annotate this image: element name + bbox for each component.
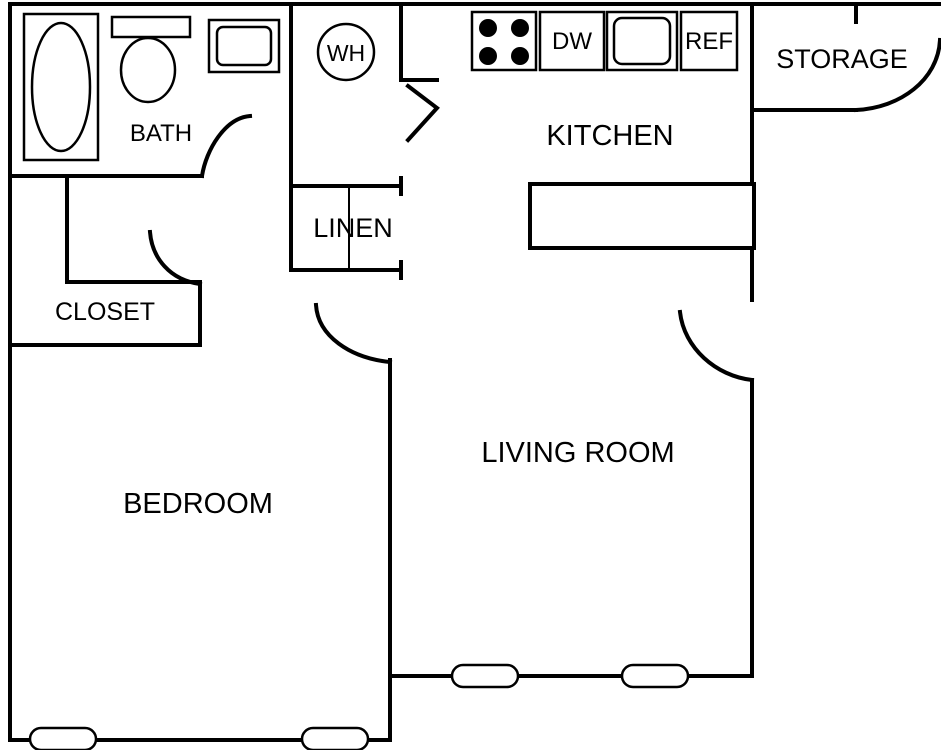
- bedroom-label: BEDROOM: [123, 488, 273, 520]
- closet-label: CLOSET: [55, 298, 155, 326]
- dishwasher: [538, 10, 606, 72]
- ref-label: REF: [685, 28, 733, 55]
- fixtures: [22, 10, 756, 750]
- walls: [8, 2, 941, 742]
- living-room-label: LIVING ROOM: [481, 437, 674, 469]
- bath-label: BATH: [130, 120, 192, 147]
- window: [28, 726, 98, 750]
- window: [450, 663, 520, 689]
- toilet-tank: [110, 15, 192, 39]
- room-labels: BATH WH DW REF STORAGE KITCHEN LINEN CLO…: [55, 28, 908, 520]
- kitchen-counter: [528, 182, 756, 250]
- door-swings: [147, 37, 941, 383]
- linen-label: LINEN: [313, 213, 393, 243]
- storage-label: STORAGE: [776, 44, 908, 74]
- window: [300, 726, 370, 750]
- dw-label: DW: [552, 28, 592, 55]
- wh-label: WH: [327, 40, 365, 66]
- refrigerator: [679, 10, 739, 72]
- window: [620, 663, 690, 689]
- water-heater: [316, 22, 376, 82]
- kitchen-label: KITCHEN: [546, 120, 673, 152]
